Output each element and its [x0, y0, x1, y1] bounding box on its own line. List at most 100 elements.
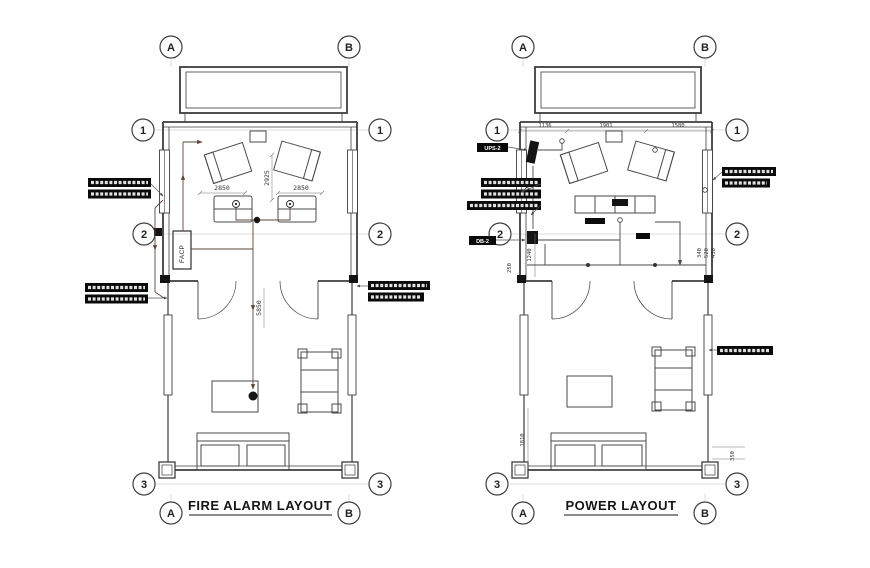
- detector-table: [248, 391, 258, 401]
- smoke-detectors: [232, 200, 294, 401]
- dim-left-bottom: 1810: [520, 433, 526, 446]
- balcony: [534, 66, 702, 122]
- db-label-bar: [469, 236, 496, 245]
- dim-bed-right: 2850: [293, 184, 309, 192]
- columns: [511, 461, 719, 479]
- double-doors: [551, 280, 673, 320]
- grid-letter: B: [701, 42, 709, 54]
- dim-bed-left: 2850: [214, 184, 230, 192]
- grid-bubble-1-left: 1: [485, 118, 509, 142]
- grid-bubble-3-left: 3: [485, 472, 509, 496]
- dim-right-a: 340: [697, 248, 703, 258]
- dim-top-right: 1580: [671, 123, 684, 129]
- bed-right: [627, 140, 675, 182]
- grid-number: 1: [140, 125, 146, 137]
- grid-number: 3: [494, 479, 500, 491]
- ups-label: UPS-2: [484, 146, 500, 152]
- power-annotation-bars: [467, 167, 776, 355]
- grid-number: 1: [494, 125, 500, 137]
- fire-alarm-plan: A B 1 1 2 2 3 3: [85, 35, 430, 525]
- grid-bubble-2-right: 2: [725, 222, 749, 246]
- grid-number: 2: [497, 229, 503, 241]
- grid-bubble-3-left: 3: [132, 472, 156, 496]
- fire-plan-title: FIRE ALARM LAYOUT: [188, 498, 332, 513]
- dim-left-lower: 250: [507, 263, 513, 273]
- bed-left: [559, 141, 609, 185]
- bottom-couch: [550, 432, 647, 471]
- power-plan: A B 1 1 2 2 3 3: [467, 35, 776, 525]
- armchair-right: [297, 348, 342, 414]
- bed-right: [273, 140, 321, 182]
- grid-bubble-1-left: 1: [131, 118, 155, 142]
- power-grid-lines: [509, 59, 726, 501]
- grid-bubble-1-right: 1: [368, 118, 392, 142]
- annotation-bar: [585, 218, 605, 224]
- grid-bubble-a-bottom: A: [511, 501, 535, 525]
- grid-bubble-b-bottom: B: [693, 501, 717, 525]
- grid-number: 3: [734, 479, 740, 491]
- ups-unit: UPS-2: [477, 140, 540, 164]
- annotation-bar: [481, 178, 541, 187]
- interior-tags: [585, 218, 650, 239]
- grid-bubble-b-top: B: [693, 35, 717, 59]
- armchair-right: [651, 346, 696, 412]
- grid-bubble-3-right: 3: [725, 472, 749, 496]
- fire-dimensions: 2850 2925 2850 5850: [197, 152, 325, 328]
- coffee-table: [211, 380, 259, 413]
- fire-plan-title-block: FIRE ALARM LAYOUT: [188, 498, 332, 516]
- power-plan-title: POWER LAYOUT: [566, 498, 677, 513]
- grid-bubble-a-top: A: [159, 35, 183, 59]
- grid-number: 2: [141, 229, 147, 241]
- grid-bubble-1-right: 1: [725, 118, 749, 142]
- dim-hall-height: 5850: [255, 300, 263, 316]
- grid-number: 2: [734, 229, 740, 241]
- grid-number: 3: [141, 479, 147, 491]
- dim-right-b: 520: [704, 248, 710, 258]
- facp-label: FACP: [179, 245, 186, 263]
- grid-bubble-2-right: 2: [368, 222, 392, 246]
- grid-number: 2: [377, 229, 383, 241]
- grid-bubble-b-bottom: B: [337, 501, 361, 525]
- power-plan-title-block: POWER LAYOUT: [564, 498, 678, 516]
- dressers: [213, 195, 317, 223]
- grid-number: 1: [377, 125, 383, 137]
- grid-letter: B: [345, 42, 353, 54]
- grid-letter: B: [701, 508, 709, 520]
- nightstand: [605, 130, 623, 143]
- columns: [158, 461, 359, 479]
- grid-letter: B: [345, 508, 353, 520]
- grid-bubble-a-top: A: [511, 35, 535, 59]
- dim-top-mid: 1901: [599, 123, 612, 129]
- grid-bubble-2-left: 2: [132, 222, 156, 246]
- nightstand: [249, 130, 267, 143]
- grid-letter: A: [519, 508, 527, 520]
- side-dimensions: 1240 250 340 520 450 1810 350: [507, 234, 745, 468]
- manual-call-point: [154, 228, 162, 236]
- windows: [516, 149, 713, 396]
- ups-label-bar: [477, 143, 508, 152]
- windows: [159, 149, 358, 396]
- dim-bed-center: 2925: [263, 170, 271, 186]
- grid-bubble-a-bottom: A: [159, 501, 183, 525]
- walls: [160, 121, 358, 471]
- fire-annotation-bars: [85, 178, 430, 304]
- grid-number: 3: [377, 479, 383, 491]
- facp-panel: FACP: [154, 228, 192, 270]
- grid-number: 1: [734, 125, 740, 137]
- fire-grid-lines: [155, 59, 369, 501]
- dim-left-upper: 1240: [527, 248, 533, 261]
- grid-letter: A: [519, 42, 527, 54]
- grid-bubble-b-top: B: [337, 35, 361, 59]
- grid-letter: A: [167, 42, 175, 54]
- annotation-bar: [481, 189, 541, 199]
- bottom-couch: [196, 432, 290, 471]
- db-unit: DB-2: [469, 231, 538, 245]
- detector-mid: [253, 216, 261, 224]
- credenza: [574, 195, 656, 214]
- double-doors: [197, 280, 319, 320]
- bed-left: [203, 141, 253, 185]
- fire-alarm-wiring: [152, 139, 291, 390]
- grid-bubble-3-right: 3: [368, 472, 392, 496]
- walls: [516, 121, 716, 471]
